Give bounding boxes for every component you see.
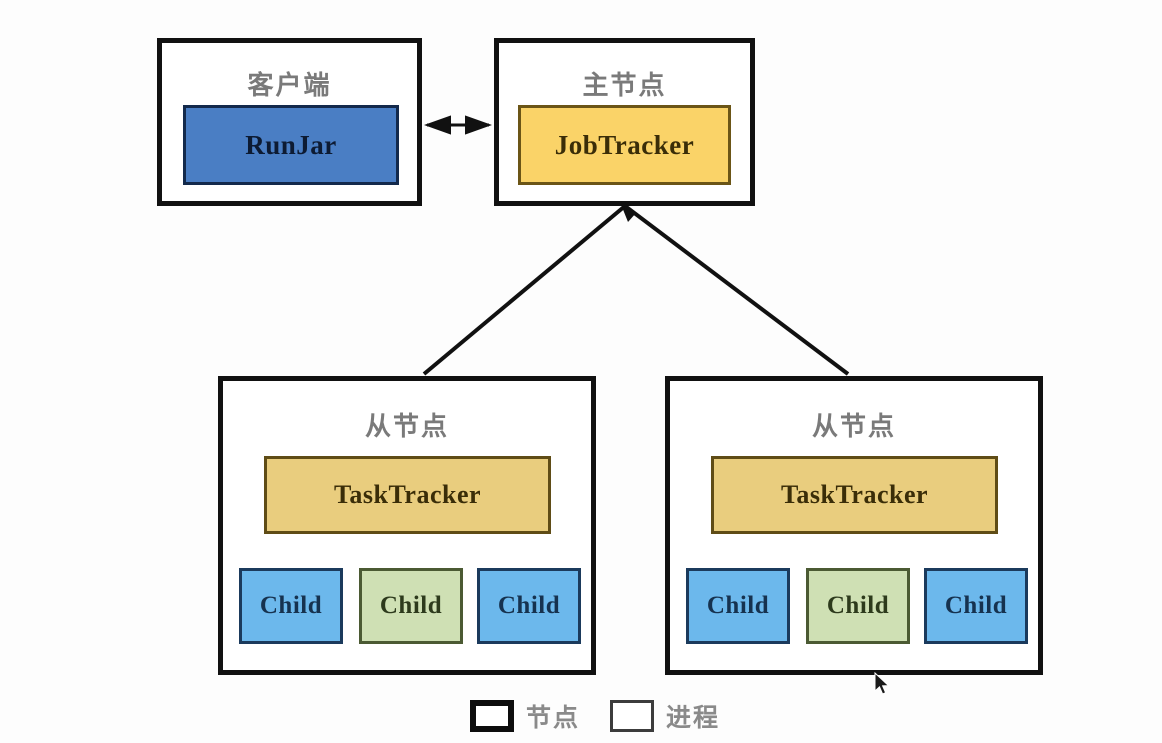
slave-node-2-tasktracker-label: TaskTracker [780, 480, 929, 509]
jobtracker-process-label: JobTracker [554, 129, 695, 160]
slave-node-2-child-1[interactable]: Child [686, 568, 790, 644]
legend-item-node-label: 节点 [526, 703, 581, 732]
mouse-cursor-icon [874, 672, 890, 695]
slave-node-2-child-2[interactable]: Child [806, 568, 910, 644]
slave-node-2-title: 从节点 [811, 412, 896, 442]
legend: 节点 进程 [470, 698, 720, 734]
slave-node-1-tasktracker[interactable]: TaskTracker [264, 456, 551, 534]
slave-node-1-tasktracker-label: TaskTracker [333, 480, 482, 509]
slave-node-2-child-1-label: Child [706, 592, 770, 619]
slave-node-1-child-1[interactable]: Child [239, 568, 343, 644]
master-node[interactable]: 主节点 JobTracker [494, 38, 755, 206]
slave-node-1[interactable]: 从节点 TaskTracker Child Child Child [218, 376, 596, 675]
slave-node-2-child-3[interactable]: Child [924, 568, 1028, 644]
runjar-process-label: RunJar [245, 129, 337, 160]
slave-node-1-title: 从节点 [364, 412, 449, 442]
legend-item-node: 节点 [470, 698, 580, 734]
slave-node-1-child-3[interactable]: Child [477, 568, 581, 644]
client-node-title: 客户端 [247, 71, 332, 101]
arrow-master-slave-right [623, 204, 850, 376]
arrowhead-master-slave-left [622, 207, 636, 222]
slave-node-2-child-3-label: Child [944, 592, 1008, 619]
slave-node-2-child-2-label: Child [826, 592, 890, 619]
slave-node-1-child-2-label: Child [379, 592, 443, 619]
slave-node-1-child-3-label: Child [497, 592, 561, 619]
slave-node-1-child-2[interactable]: Child [359, 568, 463, 644]
legend-item-process: 进程 [610, 698, 720, 734]
client-node[interactable]: 客户端 RunJar [157, 38, 422, 206]
jobtracker-process[interactable]: JobTracker [518, 105, 731, 185]
slave-node-2-tasktracker[interactable]: TaskTracker [711, 456, 998, 534]
legend-item-process-label: 进程 [666, 703, 721, 732]
arrow-master-slave-left [422, 204, 627, 376]
runjar-process[interactable]: RunJar [183, 105, 399, 185]
slave-node-1-child-1-label: Child [259, 592, 323, 619]
master-node-title: 主节点 [582, 71, 667, 101]
slave-node-2[interactable]: 从节点 TaskTracker Child Child Child [665, 376, 1043, 675]
legend-process-swatch-icon [610, 700, 655, 732]
legend-node-swatch-icon [470, 700, 514, 732]
